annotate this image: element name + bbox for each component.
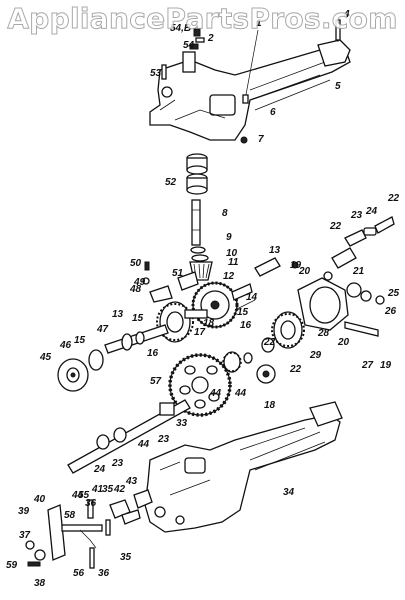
callout-15a: 15 bbox=[237, 307, 249, 318]
callout-35a: 35 bbox=[102, 484, 114, 495]
callout-23a: 23 bbox=[350, 210, 363, 221]
callout-7: 7 bbox=[258, 134, 264, 145]
callout-42: 42 bbox=[113, 484, 126, 495]
input-shaft-part bbox=[191, 199, 201, 246]
callout-26: 26 bbox=[384, 306, 397, 317]
callout-21: 21 bbox=[352, 266, 365, 277]
callout-54: 54 bbox=[183, 40, 195, 51]
callout-16b: 16 bbox=[147, 348, 159, 359]
callout-48: 48 bbox=[129, 284, 142, 295]
callout-28: 28 bbox=[317, 328, 330, 339]
bevel-gear-part bbox=[191, 281, 239, 329]
callout-11: 11 bbox=[228, 257, 239, 268]
callout-59: 59 bbox=[6, 560, 18, 571]
callout-4: 4 bbox=[343, 9, 350, 20]
bushing-part bbox=[186, 153, 208, 195]
callout-20a: 20 bbox=[298, 266, 311, 277]
callout-14: 14 bbox=[246, 292, 258, 303]
callout-19b: 19 bbox=[380, 360, 392, 371]
callout-20b: 20 bbox=[337, 337, 350, 348]
left-output-shaft-part bbox=[57, 324, 169, 392]
callout-15c: 15 bbox=[74, 335, 86, 346]
callout-37: 37 bbox=[19, 530, 31, 541]
callout-13b: 13 bbox=[112, 309, 124, 320]
callout-22b: 22 bbox=[329, 221, 342, 232]
callout-45: 45 bbox=[39, 352, 52, 363]
callout-44a: 44 bbox=[234, 388, 247, 399]
callout-34: 34 bbox=[283, 487, 295, 498]
callout-51: 51 bbox=[172, 268, 184, 279]
callout-44d: 44 bbox=[71, 490, 84, 501]
callout-55: 55 bbox=[78, 490, 90, 501]
top-hardware-part bbox=[161, 19, 341, 144]
callout-58: 58 bbox=[64, 510, 76, 521]
callout-49: 49 bbox=[133, 277, 146, 288]
upper-right-shaft-part bbox=[231, 257, 281, 301]
lower-housing-part bbox=[144, 401, 343, 533]
callout-52: 52 bbox=[165, 177, 177, 188]
axle-shaft-part bbox=[67, 399, 191, 474]
callout-46: 46 bbox=[59, 340, 72, 351]
callout-24b: 24 bbox=[93, 464, 106, 475]
callout-9: 9 bbox=[226, 232, 232, 243]
callout-36a: 36 bbox=[85, 498, 97, 509]
callout-39: 39 bbox=[18, 506, 30, 517]
callout-27: 27 bbox=[361, 360, 374, 371]
callout-15b: 15 bbox=[132, 313, 144, 324]
callout-43: 43 bbox=[125, 476, 138, 487]
callout-35b: 35 bbox=[120, 552, 132, 563]
right-gear-cluster-part bbox=[291, 216, 395, 331]
callout-38: 38 bbox=[34, 578, 46, 589]
callout-33: 33 bbox=[176, 418, 188, 429]
callout-22d: 22 bbox=[289, 364, 302, 375]
shift-linkage-part bbox=[25, 489, 153, 569]
callout-56: 56 bbox=[73, 568, 85, 579]
callout-53: 53 bbox=[150, 68, 162, 79]
callout-19a: 19 bbox=[290, 260, 302, 271]
callout-25: 25 bbox=[387, 288, 400, 299]
callout-5: 5 bbox=[335, 81, 341, 92]
callout-24a: 24 bbox=[365, 206, 378, 217]
callout-6: 6 bbox=[270, 107, 276, 118]
center-right-gears-part bbox=[222, 299, 379, 384]
callout-1: 1 bbox=[256, 18, 262, 29]
callout-50: 50 bbox=[130, 258, 142, 269]
callout-29: 29 bbox=[309, 350, 322, 361]
callout-23b: 23 bbox=[157, 434, 170, 445]
upper-housing-part bbox=[149, 39, 351, 141]
callout-22c: 22 bbox=[263, 337, 276, 348]
callout-10: 10 bbox=[226, 248, 238, 259]
spur-gear-part bbox=[168, 353, 232, 417]
callout-18a: 18 bbox=[203, 318, 215, 329]
callout-2: 2 bbox=[207, 33, 214, 44]
callout-18b: 18 bbox=[264, 400, 276, 411]
callout-13a: 13 bbox=[269, 245, 281, 256]
callout-40: 40 bbox=[33, 494, 46, 505]
callout-17: 17 bbox=[194, 327, 206, 338]
callout-22a: 22 bbox=[387, 193, 400, 204]
callout-23c: 23 bbox=[111, 458, 124, 469]
callout-54b: 54,B bbox=[170, 23, 191, 34]
callout-41: 41 bbox=[91, 484, 104, 495]
callout-16a: 16 bbox=[240, 320, 252, 331]
callout-44c: 44 bbox=[137, 439, 150, 450]
callout-36b: 36 bbox=[98, 568, 110, 579]
callout-47: 47 bbox=[96, 324, 109, 335]
callout-44b: 44 bbox=[209, 388, 222, 399]
callout-12: 12 bbox=[223, 271, 235, 282]
callout-57: 57 bbox=[150, 376, 162, 387]
callout-8: 8 bbox=[222, 208, 228, 219]
